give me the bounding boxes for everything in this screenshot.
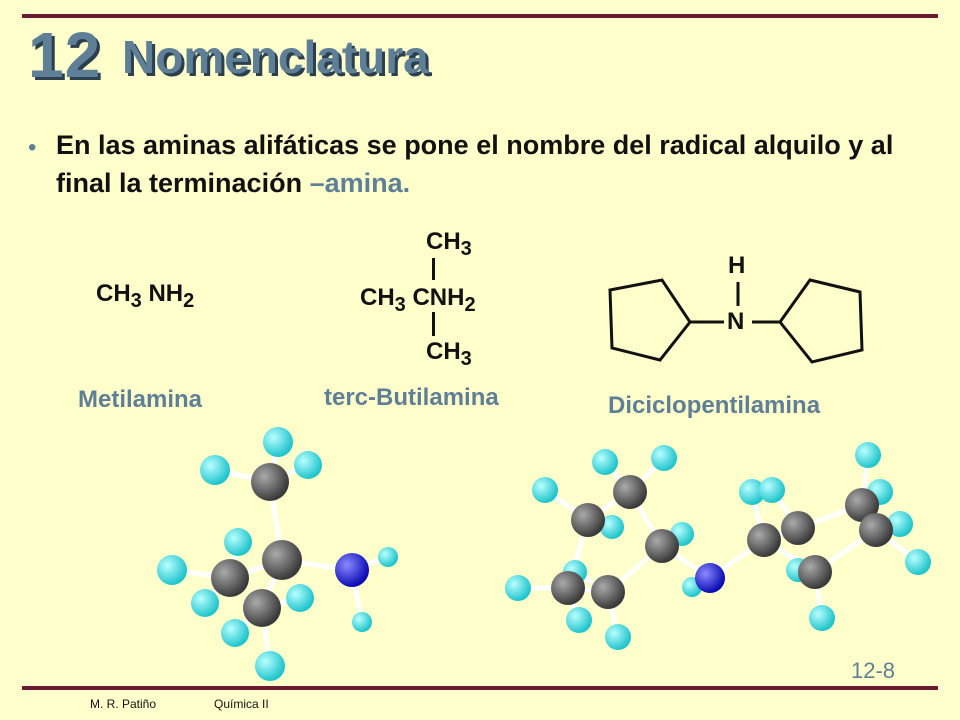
hydrogen-atom bbox=[905, 549, 931, 575]
tbutyl-main-chain: CH3 CNH2 bbox=[360, 284, 476, 317]
carbon-atom bbox=[645, 529, 679, 563]
hydrogen-atom bbox=[651, 445, 677, 471]
tbutyl-top-ch: CH bbox=[426, 228, 461, 255]
tbutyl-bottom-sub: 3 bbox=[460, 348, 472, 370]
hydrogen-atom bbox=[294, 451, 322, 479]
hydrogen-atom bbox=[224, 528, 252, 556]
hydrogen-atom bbox=[809, 605, 835, 631]
carbon-atom bbox=[211, 559, 249, 597]
tbutyl-bottom-bond bbox=[432, 312, 435, 336]
tbutyl-name: terc-Butilamina bbox=[324, 384, 499, 411]
methylamine-nh-sub: 2 bbox=[183, 290, 195, 312]
nitrogen-atom bbox=[335, 553, 369, 587]
hydrogen-atom bbox=[759, 477, 785, 503]
hydrogen-atom bbox=[191, 589, 219, 617]
left-cyclopentane-ring bbox=[608, 278, 692, 362]
methylamine-formula: CH3 NH2 bbox=[96, 280, 194, 313]
carbon-atom bbox=[571, 503, 605, 537]
carbon-atom bbox=[262, 540, 302, 580]
hydrogen-atom bbox=[286, 584, 314, 612]
tbutyl-top-group: CH3 bbox=[426, 228, 472, 261]
hydrogen-atom bbox=[255, 651, 285, 681]
hydrogen-atom bbox=[352, 612, 372, 632]
methylamine-nh: NH bbox=[141, 280, 184, 307]
bullet-body: En las aminas alifáticas se pone el nomb… bbox=[56, 130, 894, 198]
chapter-number: 12 bbox=[28, 19, 102, 91]
hydrogen-atom bbox=[378, 547, 398, 567]
bottom-rule bbox=[22, 686, 938, 690]
hydrogen-atom bbox=[221, 619, 249, 647]
carbon-atom bbox=[798, 555, 832, 589]
page-number: 12-8 bbox=[851, 658, 896, 683]
dicyclo-n: N bbox=[727, 308, 745, 335]
methylamine-ch: CH bbox=[96, 280, 131, 307]
top-rule bbox=[22, 14, 938, 18]
tbutyl-mid-cnh: CNH bbox=[405, 284, 465, 311]
right-cyclopentane-ring bbox=[778, 278, 864, 364]
slide-title: Nomenclatura bbox=[122, 31, 429, 83]
dicyclo-name: Diciclopentilamina bbox=[608, 392, 821, 419]
hydrogen-atom bbox=[600, 515, 624, 539]
hydrogen-atom bbox=[887, 511, 913, 537]
tbutyl-top-sub: 3 bbox=[460, 238, 472, 260]
tbutyl-top-bond bbox=[432, 258, 435, 280]
nitrogen-atom bbox=[695, 563, 725, 593]
hydrogen-atom bbox=[592, 449, 618, 475]
carbon-atom bbox=[781, 511, 815, 545]
hydrogen-atom bbox=[566, 607, 592, 633]
hydrogen-atom bbox=[200, 455, 230, 485]
footer-course: Química II bbox=[214, 697, 269, 711]
methylamine-ch-sub: 3 bbox=[130, 290, 142, 312]
tbutyl-bottom-ch: CH bbox=[426, 338, 461, 365]
hydrogen-atom bbox=[263, 427, 293, 457]
bullet-marker: • bbox=[28, 134, 37, 161]
footer-author: M. R. Patiño bbox=[90, 697, 157, 711]
methylamine-name: Metilamina bbox=[78, 386, 203, 413]
bullet-text: En las aminas alifáticas se pone el nomb… bbox=[56, 126, 916, 202]
hydrogen-atom bbox=[605, 624, 631, 650]
tbutyl-mid-sub: 3 bbox=[394, 294, 406, 316]
carbon-atom bbox=[243, 589, 281, 627]
carbon-atom bbox=[551, 571, 585, 605]
carbon-atom bbox=[613, 475, 647, 509]
tbutyl-bottom-group: CH3 bbox=[426, 338, 472, 371]
hydrogen-atom bbox=[505, 575, 531, 601]
hydrogen-atom bbox=[157, 555, 187, 585]
hydrogen-atom bbox=[739, 479, 765, 505]
carbon-atom bbox=[251, 463, 289, 501]
hydrogen-atom bbox=[855, 442, 881, 468]
carbon-atom bbox=[859, 513, 893, 547]
carbon-atom bbox=[845, 488, 879, 522]
dicyclo-h: H bbox=[728, 252, 746, 279]
tbutyl-mid-ch: CH bbox=[360, 284, 395, 311]
tbutyl-mid-nh-sub: 2 bbox=[464, 294, 476, 316]
bullet-accent: –amina. bbox=[309, 168, 411, 198]
hydrogen-atom bbox=[532, 477, 558, 503]
carbon-atom bbox=[591, 575, 625, 609]
carbon-atom bbox=[747, 523, 781, 557]
